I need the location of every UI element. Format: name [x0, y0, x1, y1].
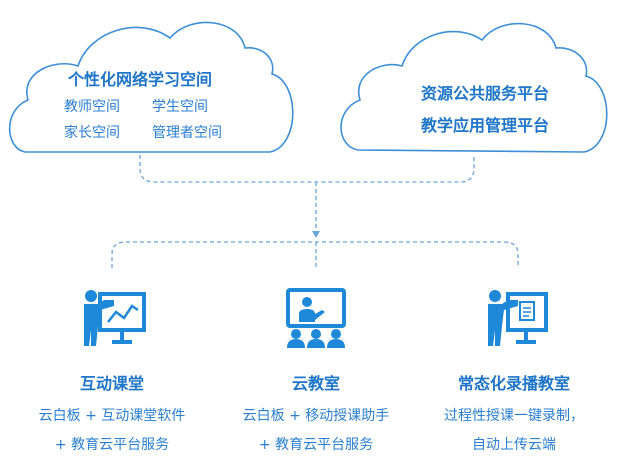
- col-interactive-classroom-title: 互动课堂: [79, 374, 144, 393]
- col-cloud-classroom-desc-1: 云白板 + 移动授课助手: [242, 408, 390, 424]
- col-interactive-classroom-desc-1: 云白板 + 互动课堂软件: [38, 408, 186, 424]
- arrow-down-icon: [312, 231, 320, 238]
- col-recording-classroom-desc-2: 自动上传云端: [472, 437, 556, 453]
- space-parent-label: 家长空间: [64, 125, 120, 141]
- cloud-right-shape: [340, 22, 608, 153]
- cloud-right-line-1: 资源公共服务平台: [420, 84, 549, 103]
- teacher-document-board-icon: [488, 290, 548, 346]
- classroom-screen-icon: [286, 288, 346, 348]
- teacher-chart-board-icon: [84, 290, 146, 346]
- col-cloud-classroom-desc-2: + 教育云平台服务: [258, 437, 374, 453]
- space-teacher-label: 教师空间: [64, 99, 120, 115]
- col-cloud-classroom-title: 云教室: [291, 374, 340, 393]
- space-student-label: 学生空间: [152, 99, 208, 115]
- cloud-left-shape: [8, 21, 294, 153]
- space-manager-label: 管理者空间: [152, 125, 222, 141]
- cloud-left-title: 个性化网络学习空间: [67, 70, 212, 89]
- col-recording-classroom-title: 常态化录播教室: [457, 374, 570, 393]
- col-recording-classroom-desc-1: 过程性授课一键录制，: [444, 408, 584, 424]
- connector-lines: [111, 155, 519, 268]
- col-interactive-classroom-desc-2: + 教育云平台服务: [54, 437, 170, 453]
- cloud-right-line-2: 教学应用管理平台: [420, 116, 549, 135]
